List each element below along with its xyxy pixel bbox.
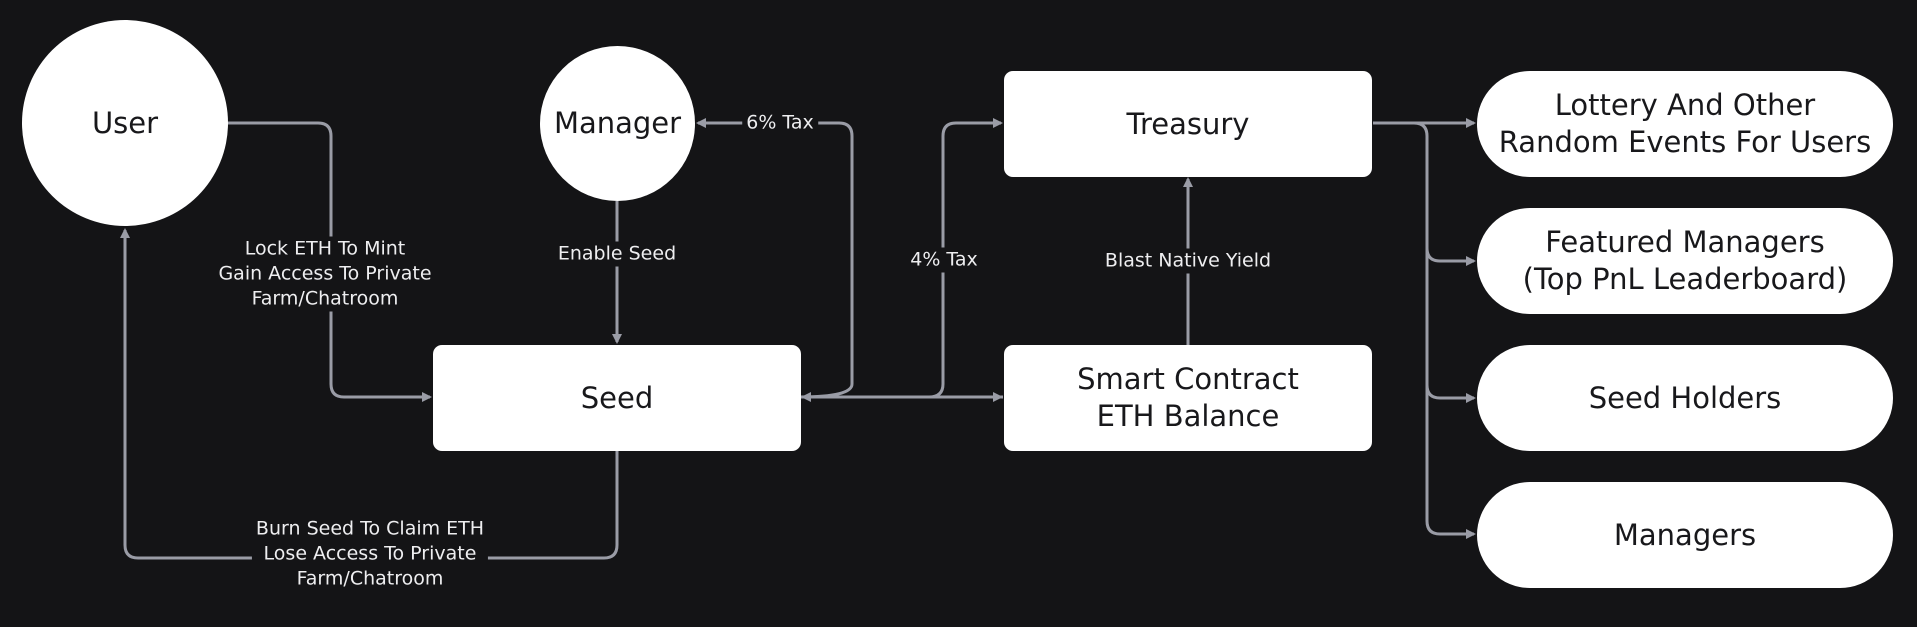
featured-managers-node: Featured Managers (Top PnL Leaderboard): [1477, 208, 1893, 314]
six-percent-tax-label: 6% Tax: [742, 110, 818, 136]
blast-native-yield-label: Blast Native Yield: [1100, 248, 1276, 274]
user-node: User: [22, 20, 228, 226]
lottery-node: Lottery And Other Random Events For User…: [1477, 71, 1893, 177]
smart-contract-node: Smart Contract ETH Balance: [1004, 345, 1372, 451]
edge-treasury-trunk: [1373, 121, 1476, 539]
managers-node: Managers: [1477, 482, 1893, 588]
burn-seed-label: Burn Seed To Claim ETH Lose Access To Pr…: [251, 516, 489, 592]
treasury-node: Treasury: [1004, 71, 1372, 177]
enable-seed-label: Enable Seed: [553, 241, 681, 267]
lock-eth-label: Lock ETH To Mint Gain Access To Private …: [214, 236, 436, 312]
seed-holders-node: Seed Holders: [1477, 345, 1893, 451]
edge-treasury-to-featured: [1425, 247, 1476, 266]
four-percent-tax-label: 4% Tax: [906, 247, 982, 273]
edge-treasury-to-seed-holders: [1425, 384, 1476, 403]
manager-node: Manager: [540, 46, 695, 201]
seed-node: Seed: [433, 345, 801, 451]
